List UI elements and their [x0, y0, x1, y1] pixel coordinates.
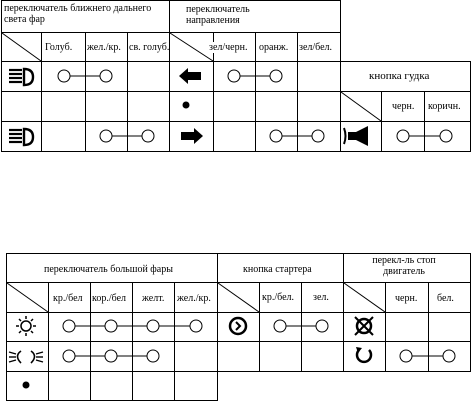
horn-col-black: черн.	[392, 101, 415, 112]
headlight-switch-label: переключатель ближнего дальнего света фа…	[4, 3, 152, 25]
connection-blue-yellowred	[57, 69, 113, 83]
starter-icon	[228, 316, 248, 336]
horn-button-label: кнопка гудка	[369, 70, 430, 82]
connection-main-row1	[62, 319, 203, 333]
col-label-starter-red-white: кр./бел.	[262, 292, 295, 303]
engine-run-icon	[355, 347, 373, 364]
col-label-stop-black: черн.	[395, 293, 418, 304]
col-label-brown-white: кор./бел	[92, 293, 127, 304]
connection-yellowred-lightblue	[99, 129, 155, 143]
engine-stop-icon	[354, 316, 374, 336]
col-label-red-white: кр./бел	[53, 293, 83, 304]
col-label-blue: Голуб.	[45, 42, 73, 53]
connection-starter	[273, 319, 329, 333]
col-label-yellow: желт.	[142, 293, 165, 304]
main-switch-label: переключатель большой фары	[44, 264, 173, 275]
col-label-yellow-red: жел./кр.	[177, 293, 211, 304]
col-label-stop-white: бел.	[437, 293, 454, 304]
horn-icon	[343, 126, 368, 146]
connection-stop	[399, 349, 456, 363]
connection-main-row2	[62, 349, 160, 363]
col-label-green-white: зел/бел.	[299, 42, 333, 53]
parking-light-icon	[16, 316, 36, 336]
indicator-dot-icon	[182, 101, 190, 109]
high-beam-icon	[9, 67, 35, 87]
stop-switch-label: перекл-ль стоп двигатель	[372, 255, 436, 277]
col-label-orange: оранж.	[259, 42, 289, 53]
connection-horn	[396, 129, 453, 143]
col-label-yellow-red: жел./кр.	[87, 42, 121, 53]
left-turn-arrow-icon	[179, 68, 201, 84]
horn-col-brown: коричн.	[428, 101, 461, 112]
col-label-light-blue: св. голуб.	[129, 42, 170, 53]
turn-switch-label: переключатель направления	[186, 4, 250, 26]
connection-green-black-orange	[227, 69, 283, 83]
connection-orange-green-white	[269, 129, 325, 143]
right-turn-arrow-icon	[181, 128, 203, 144]
headlight-icon	[8, 350, 44, 364]
col-label-green-black: зел/черн.	[209, 42, 248, 53]
indicator-dot-icon	[22, 381, 30, 389]
col-label-starter-green: зел.	[313, 292, 329, 303]
high-beam-icon	[9, 127, 35, 147]
starter-button-label: кнопка стартера	[243, 264, 312, 275]
